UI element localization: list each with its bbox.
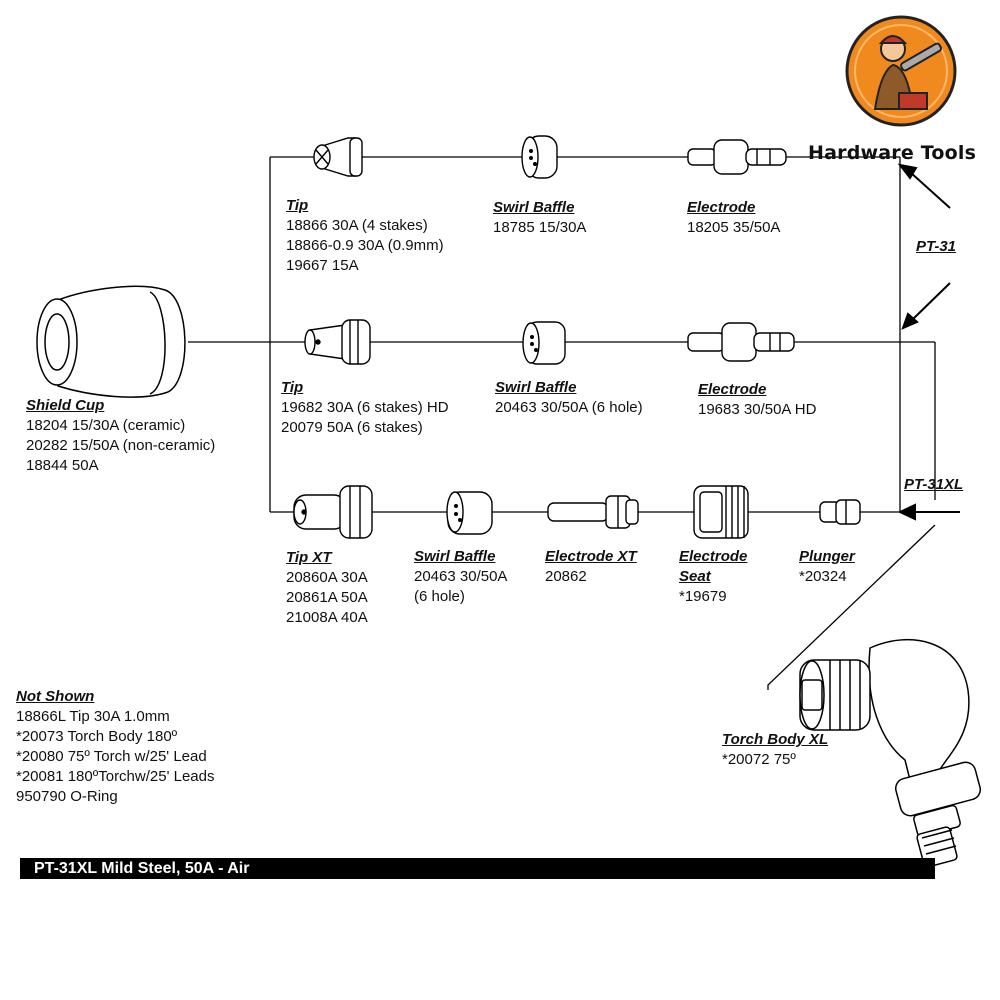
not-shown-title: Not Shown	[16, 688, 95, 705]
not-shown-list: Not Shown 18866L Tip 30A 1.0mm *20073 To…	[16, 687, 215, 807]
shield-cup-line: 20282 15/50A (non-ceramic)	[26, 437, 216, 454]
arrow-pt31xl	[897, 503, 916, 521]
row3-electrode-line: 20862	[545, 568, 587, 585]
row1-electrode-line: 18205 35/50A	[687, 219, 781, 236]
footer-title-bar: PT-31XL Mild Steel, 50A - Air	[20, 858, 935, 879]
shield-cup-drawing	[36, 285, 186, 398]
arrow-pt31-lower	[901, 312, 919, 330]
row3-tip-title: Tip XT	[286, 549, 332, 566]
row3-swirl-line: (6 hole)	[414, 588, 465, 605]
pt31xl-label: PT-31XL	[904, 476, 964, 493]
row2-tip-line: 20079 50A (6 stakes)	[281, 419, 423, 436]
row1-swirl-title: Swirl Baffle	[493, 199, 575, 216]
row3-swirl-baffle-drawing	[446, 491, 493, 535]
row2-electrode-drawing	[687, 322, 795, 362]
row3-seat-line: *19679	[679, 588, 727, 605]
torch-body-title: Torch Body XL	[722, 731, 829, 748]
hardware-tools-logo	[845, 15, 957, 127]
brand-name: Hardware Tools	[808, 142, 977, 164]
row3-electrode-title: Electrode XT	[545, 548, 637, 565]
torch-body-leader	[767, 524, 936, 690]
shield-cup-title: Shield Cup	[26, 397, 105, 414]
pt31-label: PT-31	[916, 238, 957, 255]
row2-electrode-title: Electrode	[698, 381, 767, 398]
row3-seat-title: Electrode	[679, 548, 748, 565]
row1-tip-line: 19667 15A	[286, 257, 359, 274]
row3-seat-label: Electrode Seat *19679	[679, 547, 747, 607]
row1-tip-label: Tip 18866 30A (4 stakes) 18866-0.9 30A (…	[286, 196, 444, 276]
shield-cup-line: 18844 50A	[26, 457, 99, 474]
row1-swirl-line: 18785 15/30A	[493, 219, 587, 236]
row3-tip-line: 20861A 50A	[286, 589, 368, 606]
row2-tip-line: 19682 30A (6 stakes) HD	[281, 399, 449, 416]
row2-swirl-title: Swirl Baffle	[495, 379, 577, 396]
row1-electrode-label: Electrode 18205 35/50A	[687, 198, 780, 238]
not-shown-item: 950790 O-Ring	[16, 788, 118, 805]
row1-tip-line: 18866 30A (4 stakes)	[286, 217, 428, 234]
row3-swirl-title: Swirl Baffle	[414, 548, 496, 565]
row3-tip-line: 21008A 40A	[286, 609, 368, 626]
shield-cup-label: Shield Cup 18204 15/30A (ceramic) 20282 …	[26, 396, 215, 476]
row3-seat-title2: Seat	[679, 568, 711, 585]
torch-body-xl-drawing	[799, 638, 982, 868]
shield-cup-line: 18204 15/30A (ceramic)	[26, 417, 186, 434]
row1-tip-line: 18866-0.9 30A (0.9mm)	[286, 237, 444, 254]
row3-plunger-drawing	[819, 499, 861, 525]
not-shown-item: *20080 75º Torch w/25' Lead	[16, 748, 207, 765]
row3-swirl-label: Swirl Baffle 20463 30/50A (6 hole)	[414, 547, 507, 607]
arrow-pt31-upper	[897, 163, 918, 180]
row2-tip-label: Tip 19682 30A (6 stakes) HD 20079 50A (6…	[281, 378, 449, 438]
row2-electrode-line: 19683 30/50A HD	[698, 401, 817, 418]
not-shown-item: 18866L Tip 30A 1.0mm	[16, 708, 170, 725]
row2-tip-title: Tip	[281, 379, 304, 396]
torch-body-line: *20072 75º	[722, 751, 796, 768]
row1-swirl-label: Swirl Baffle 18785 15/30A	[493, 198, 586, 238]
not-shown-item: *20073 Torch Body 180º	[16, 728, 178, 745]
row3-electrode-seat-drawing	[693, 485, 749, 539]
row1-electrode-title: Electrode	[687, 199, 756, 216]
row1-electrode-drawing	[687, 139, 787, 175]
row1-tip-title: Tip	[286, 197, 309, 214]
row3-electrode-label: Electrode XT 20862	[545, 547, 637, 587]
row3-plunger-title: Plunger	[799, 548, 855, 565]
row3-tip-line: 20860A 30A	[286, 569, 368, 586]
not-shown-item: *20081 180ºTorchw/25' Leads	[16, 768, 215, 785]
row2-swirl-label: Swirl Baffle 20463 30/50A (6 hole)	[495, 378, 643, 418]
row2-electrode-label: Electrode 19683 30/50A HD	[698, 380, 816, 420]
row2-tip-drawing	[304, 319, 371, 365]
row3-tip-label: Tip XT 20860A 30A 20861A 50A 21008A 40A	[286, 548, 368, 628]
row1-swirl-baffle-drawing	[521, 135, 558, 179]
torch-body-label: Torch Body XL *20072 75º	[722, 730, 828, 770]
row1-tip-drawing	[313, 137, 363, 177]
row2-swirl-baffle-drawing	[522, 321, 566, 365]
row3-tip-xt-drawing	[293, 485, 373, 539]
row2-swirl-line: 20463 30/50A (6 hole)	[495, 399, 643, 416]
row3-plunger-line: *20324	[799, 568, 847, 585]
row3-plunger-label: Plunger *20324	[799, 547, 855, 587]
row3-swirl-line: 20463 30/50A	[414, 568, 508, 585]
row3-electrode-xt-drawing	[547, 495, 639, 529]
